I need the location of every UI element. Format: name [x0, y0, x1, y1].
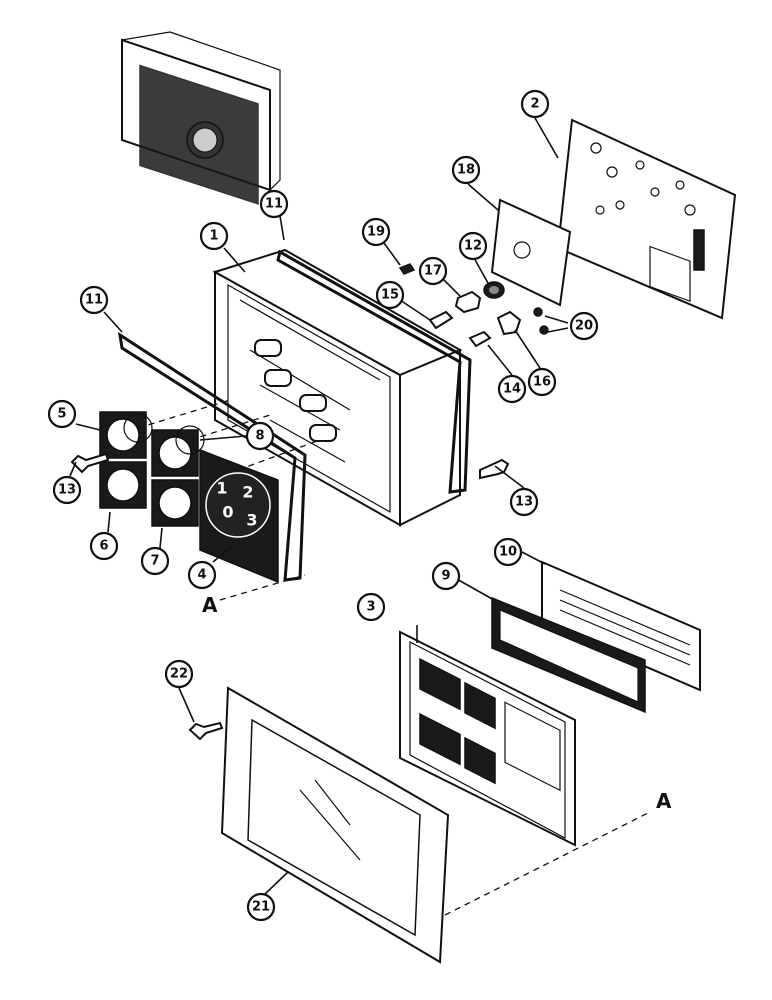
callout-12: 12 [458, 231, 488, 261]
front-lens-cover-part [220, 686, 450, 964]
tacho-dial-2: 2 [242, 483, 253, 502]
svg-text:13: 13 [515, 495, 533, 510]
circuit-board-part [556, 118, 737, 320]
small-gauges-part [99, 411, 205, 527]
callout-20: 20 [569, 311, 599, 341]
section-marker-a-right: A [656, 789, 672, 813]
svg-text:2: 2 [530, 97, 539, 112]
svg-text:16: 16 [533, 375, 551, 390]
svg-text:3: 3 [366, 600, 375, 615]
assembled-cluster-back-view [121, 31, 281, 205]
svg-text:20: 20 [575, 319, 593, 334]
callout-7: 7 [140, 546, 170, 576]
callout-9: 9 [431, 561, 461, 591]
svg-text:11: 11 [265, 197, 283, 212]
svg-text:12: 12 [464, 239, 482, 254]
tacho-dial-0: 0 [222, 503, 233, 522]
front-gasket-part [118, 331, 307, 582]
svg-text:17: 17 [424, 264, 442, 279]
svg-text:18: 18 [457, 163, 475, 178]
tacho-dial-1: 1 [216, 479, 227, 498]
callout-17: 17 [418, 256, 448, 286]
tachometer-part: 1 2 3 0 [199, 448, 279, 584]
callout-13-left: 13 [52, 475, 82, 505]
bulb-and-socket-hardware [398, 263, 549, 348]
callout-5: 5 [47, 399, 77, 429]
callout-10: 10 [493, 537, 523, 567]
svg-text:7: 7 [150, 554, 159, 569]
callout-16: 16 [527, 367, 557, 397]
svg-text:11: 11 [85, 293, 103, 308]
svg-text:19: 19 [367, 225, 385, 240]
insulator-sheet-part [490, 198, 572, 307]
svg-text:22: 22 [170, 667, 188, 682]
callout-19: 19 [361, 217, 391, 247]
callout-3: 3 [356, 592, 386, 622]
leader-lines [69, 117, 569, 895]
section-marker-a-left: A [202, 593, 218, 617]
callout-6: 6 [89, 531, 119, 561]
svg-text:14: 14 [503, 382, 521, 397]
callout-13-right: 13 [509, 487, 539, 517]
tacho-dial-3: 3 [246, 511, 257, 530]
callout-15: 15 [375, 280, 405, 310]
svg-text:9: 9 [441, 569, 450, 584]
alignment-lines [137, 399, 651, 916]
svg-text:15: 15 [381, 288, 399, 303]
svg-text:21: 21 [252, 900, 270, 915]
svg-text:5: 5 [57, 407, 66, 422]
lens-screw-part [188, 721, 224, 741]
callout-1: 1 [199, 221, 229, 251]
trim-panel-slots [559, 589, 691, 666]
callout-11-rear-gasket: 11 [259, 189, 289, 219]
callout-21: 21 [246, 892, 276, 922]
warning-lens-strip-part [491, 596, 646, 714]
svg-text:1: 1 [209, 229, 218, 244]
svg-text:4: 4 [197, 568, 206, 583]
callout-4: 4 [187, 560, 217, 590]
callout-2: 2 [520, 89, 550, 119]
callout-14: 14 [497, 374, 527, 404]
bezel-frame-part [399, 630, 576, 847]
svg-text:6: 6 [99, 539, 108, 554]
svg-text:13: 13 [58, 483, 76, 498]
callout-11-front-gasket: 11 [79, 285, 109, 315]
instrument-housing-part [212, 248, 463, 527]
svg-text:8: 8 [255, 429, 264, 444]
callout-18: 18 [451, 155, 481, 185]
svg-text:10: 10 [499, 545, 517, 560]
callout-22: 22 [164, 659, 194, 689]
rear-gasket-part [276, 249, 472, 494]
callout-8: 8 [245, 421, 275, 451]
